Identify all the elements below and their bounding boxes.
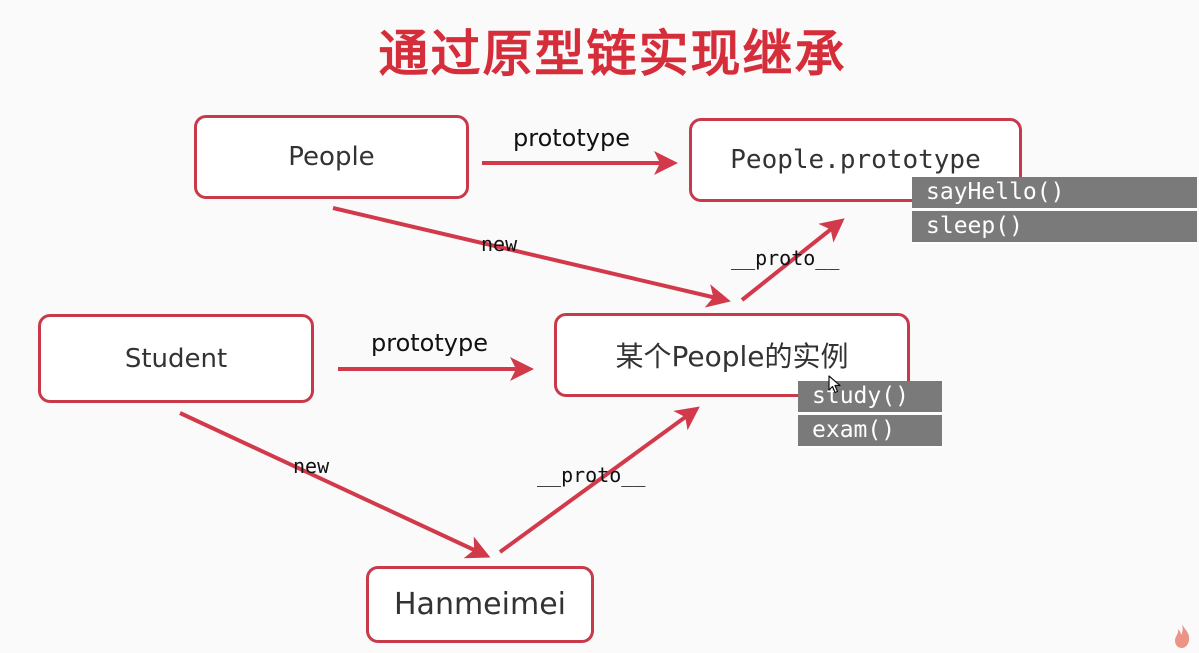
- hanmeimei-node: Hanmeimei: [366, 566, 594, 643]
- proto-label-hanmeimei: __proto__: [537, 463, 646, 487]
- proto-label-instance: __proto__: [731, 246, 840, 270]
- prototype-label-people: prototype: [513, 124, 630, 152]
- method-study: study(): [798, 381, 942, 414]
- arrow-people-new-instance: [332, 206, 731, 308]
- new-label-people: new: [481, 232, 518, 256]
- arrow-instance-proto: [740, 218, 845, 302]
- new-label-student: new: [293, 454, 330, 478]
- prototype-label-student: prototype: [371, 329, 488, 357]
- people-node: People: [194, 115, 469, 199]
- student-node: Student: [38, 314, 314, 403]
- method-sayhello: sayHello(): [912, 177, 1197, 210]
- method-exam: exam(): [798, 415, 942, 448]
- method-sleep: sleep(): [912, 211, 1197, 244]
- arrow-student-new-hanmeimei: [179, 411, 491, 559]
- flame-logo-icon: [1175, 624, 1190, 648]
- people-instance-node: 某个People的实例: [554, 313, 910, 397]
- diagram-title: 通过原型链实现继承: [378, 25, 847, 83]
- arrow-pointer-icon: [828, 375, 841, 394]
- arrow-hanmeimei-proto: [498, 406, 700, 554]
